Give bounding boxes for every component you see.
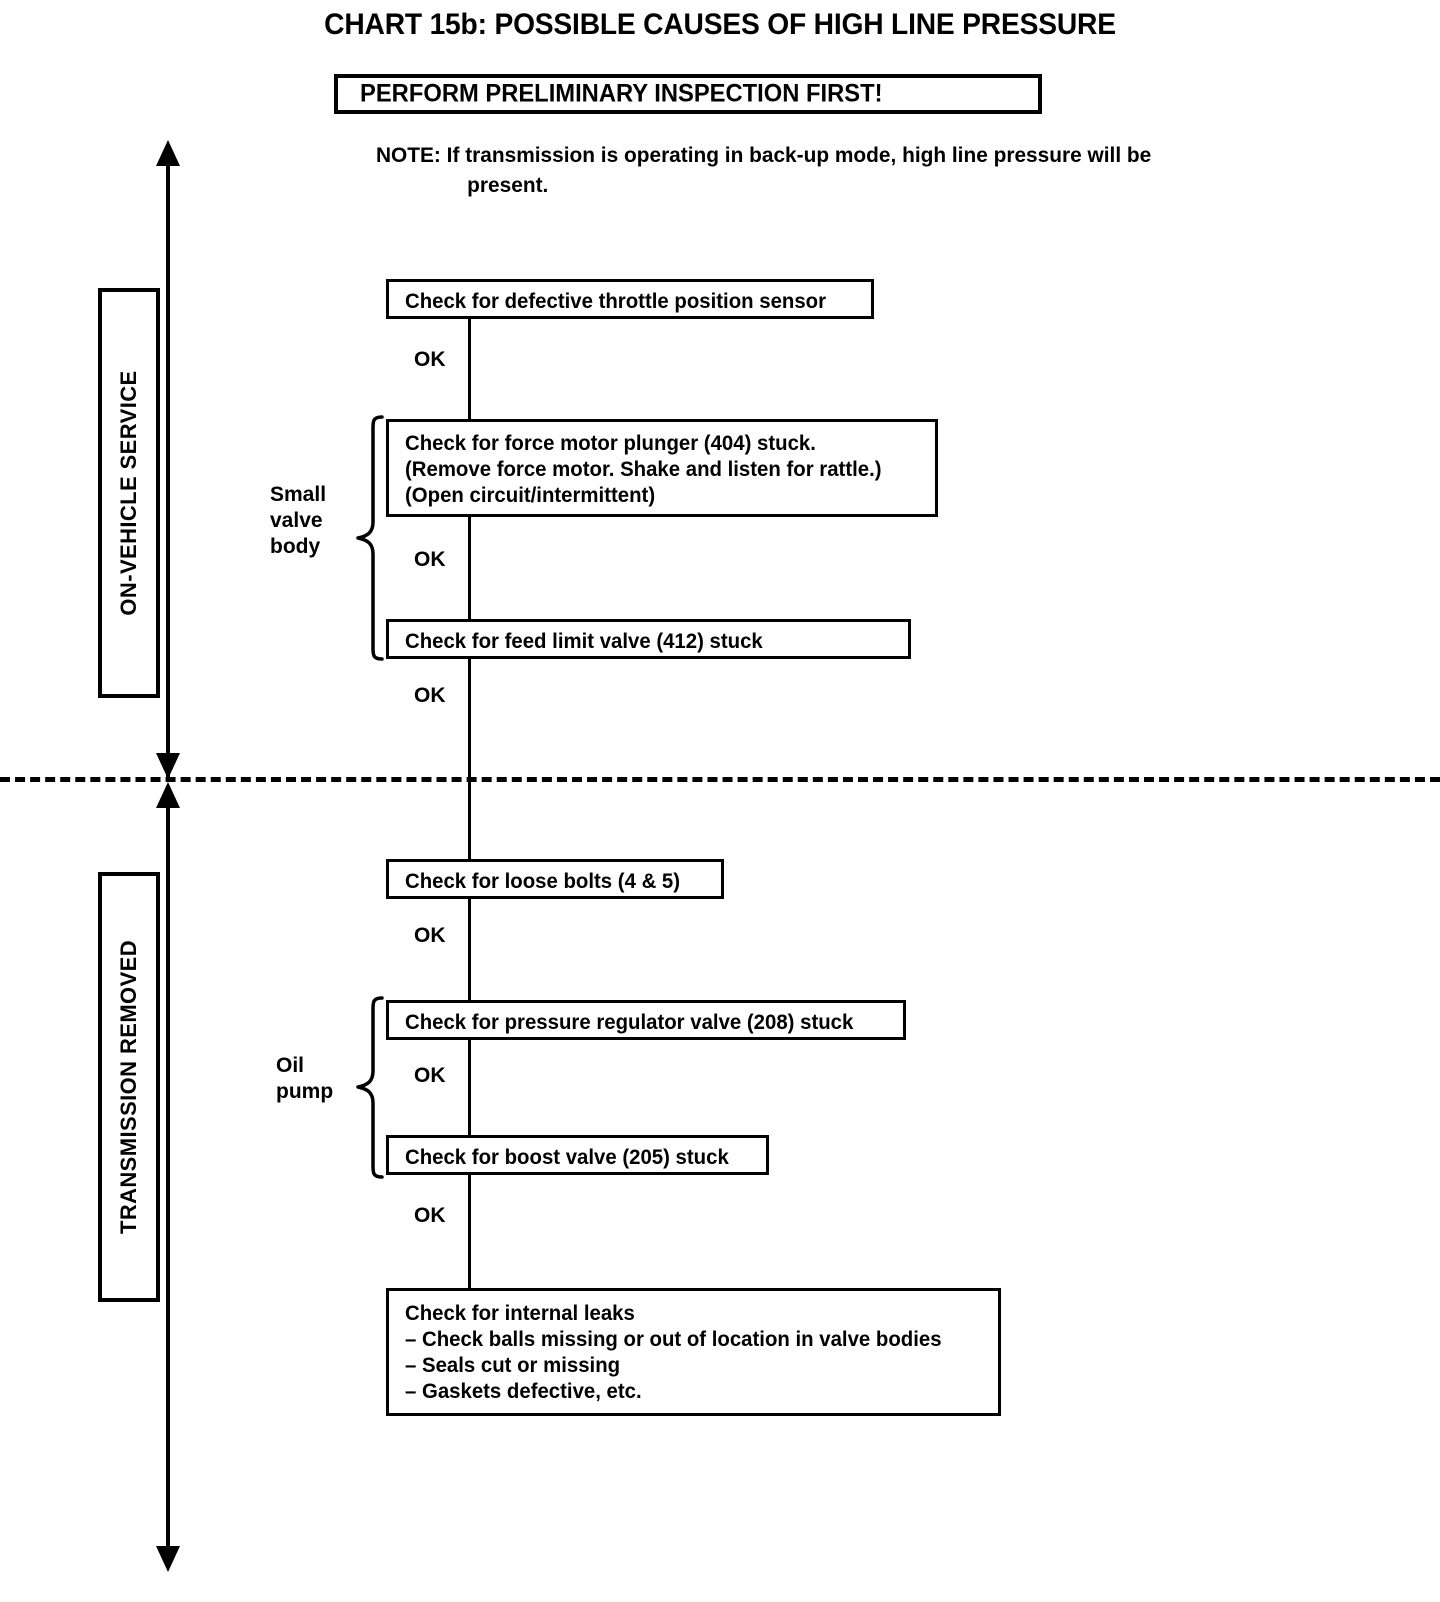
step-text-line-1: Check for force motor plunger (404) stuc…: [405, 432, 816, 455]
step-text-line-2: – Check balls missing or out of location…: [405, 1328, 942, 1351]
section-rail-upper: [166, 164, 170, 779]
step-text-line-3: – Seals cut or missing: [405, 1354, 621, 1377]
step-box-internal-leaks[interactable]: Check for internal leaks – Check balls m…: [386, 1288, 1001, 1416]
edge-label-ok-5: OK: [414, 1064, 446, 1087]
step-text: Check for loose bolts (4 & 5): [405, 870, 681, 893]
step-text-line-4: – Gaskets defective, etc.: [405, 1380, 642, 1403]
step-text: Check for feed limit valve (412) stuck: [405, 630, 763, 653]
step-text-line-2: (Remove force motor. Shake and listen fo…: [405, 458, 882, 481]
group-label-line-3: body: [270, 535, 321, 558]
step-box-loose-bolts[interactable]: Check for loose bolts (4 & 5): [386, 859, 724, 899]
section-arrow-down-upper: [156, 753, 180, 779]
note-block: NOTE: If transmission is operating in ba…: [376, 140, 1375, 200]
group-label-small-valve-body: Small valve body: [270, 482, 326, 560]
step-text: Check for pressure regulator valve (208)…: [405, 1011, 854, 1034]
group-label-oil-pump: Oil pump: [276, 1053, 333, 1105]
section-arrow-up-top: [156, 140, 180, 166]
group-brace-oil-pump: [352, 995, 386, 1180]
edge-label-ok-4: OK: [414, 924, 446, 947]
banner-label: PERFORM PRELIMINARY INSPECTION FIRST!: [360, 79, 883, 108]
step-box-throttle-sensor[interactable]: Check for defective throttle position se…: [386, 279, 874, 319]
group-brace-small-valve-body: [352, 414, 386, 662]
preliminary-inspection-banner: PERFORM PRELIMINARY INSPECTION FIRST!: [334, 74, 1042, 114]
step-text: Check for boost valve (205) stuck: [405, 1146, 729, 1169]
note-line-2: present.: [467, 173, 549, 197]
flow-line-upper: [468, 283, 471, 778]
section-rail-lower: [166, 806, 170, 1546]
step-box-force-motor[interactable]: Check for force motor plunger (404) stuc…: [386, 419, 938, 517]
edge-label-ok-2: OK: [414, 548, 446, 571]
flow-line-lower: [468, 779, 471, 1304]
section-divider: [0, 777, 1440, 782]
step-box-boost-valve[interactable]: Check for boost valve (205) stuck: [386, 1135, 769, 1175]
section-arrow-up-lower: [156, 782, 180, 808]
section-label-text: TRANSMISSION REMOVED: [116, 939, 141, 1235]
step-box-feed-limit-valve[interactable]: Check for feed limit valve (412) stuck: [386, 619, 911, 659]
step-text-line-3: (Open circuit/intermittent): [405, 484, 656, 507]
section-label-text: ON-VEHICLE SERVICE: [116, 370, 141, 616]
page-title: CHART 15b: POSSIBLE CAUSES OF HIGH LINE …: [324, 8, 1116, 41]
group-label-line-1: Small: [270, 483, 327, 506]
edge-label-ok-3: OK: [414, 684, 446, 707]
edge-label-ok-1: OK: [414, 348, 446, 371]
step-box-pressure-regulator[interactable]: Check for pressure regulator valve (208)…: [386, 1000, 906, 1040]
note-line-1: NOTE: If transmission is operating in ba…: [376, 143, 1152, 167]
group-label-line-1: Oil: [276, 1054, 305, 1077]
edge-label-ok-6: OK: [414, 1204, 446, 1227]
group-label-line-2: pump: [276, 1080, 334, 1103]
section-arrow-down-bottom: [156, 1546, 180, 1572]
group-label-line-2: valve: [270, 509, 323, 532]
step-text: Check for defective throttle position se…: [405, 290, 827, 313]
section-label-on-vehicle-service: ON-VEHICLE SERVICE: [98, 288, 160, 698]
section-label-transmission-removed: TRANSMISSION REMOVED: [98, 872, 160, 1302]
step-text-line-1: Check for internal leaks: [405, 1302, 635, 1325]
